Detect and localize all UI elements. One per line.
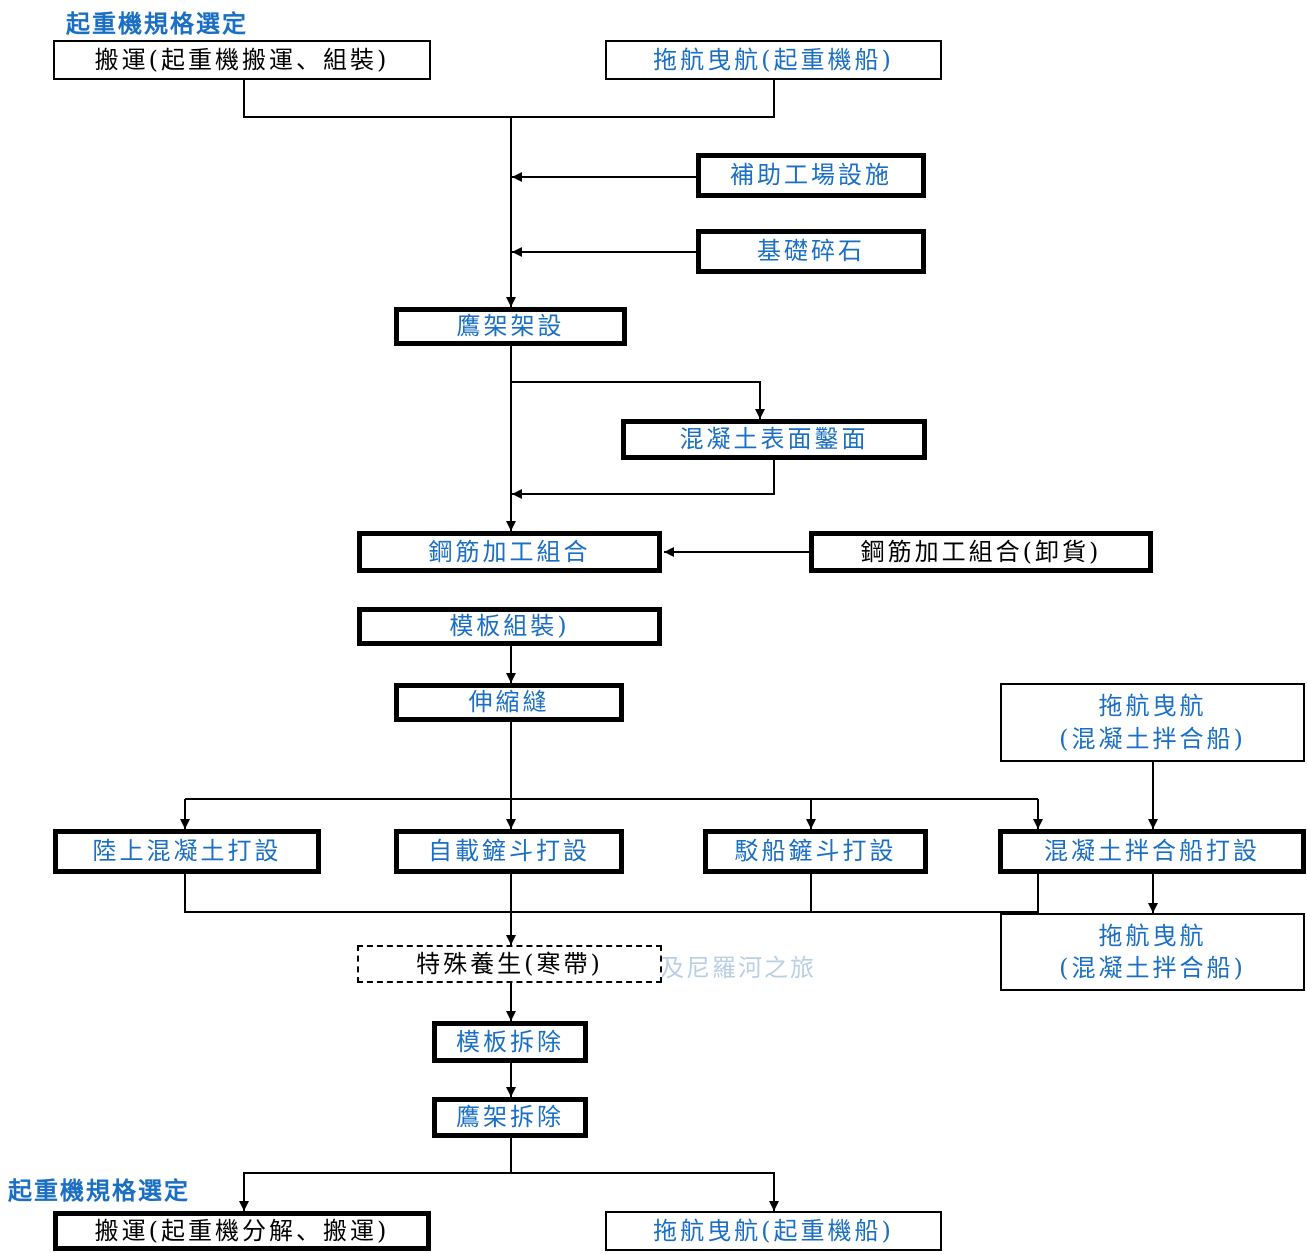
connector-line (243, 80, 775, 118)
box-formwork-removal: 模板拆除 (432, 1021, 588, 1063)
watermark-text: 及尼羅河之旅 (660, 954, 816, 982)
box-tow-crane-ship-bottom: 拖航曳航(起重機船) (605, 1211, 942, 1251)
box-aux-facility: 補助工場設施 (696, 153, 926, 198)
box-tow-crane-ship-top: 拖航曳航(起重機船) (605, 40, 942, 80)
box-label: 駁船鏟斗打設 (734, 837, 897, 866)
box-label: 混凝土表面鑿面 (679, 425, 869, 454)
box-tow-mixer-ship-top: 拖航曳航 (混凝土拌合船) (1000, 683, 1305, 762)
crane-selection-label-bottom: 起重機規格選定 (8, 1176, 190, 1205)
box-label: 拖航曳航(起重機船) (653, 45, 894, 74)
box-label: 搬運(起重機分解、搬運) (94, 1216, 390, 1245)
box-mixer-ship-pour: 混凝土拌合船打設 (998, 829, 1306, 874)
box-scaffold-setup: 鷹架架設 (394, 307, 627, 346)
box-label: 拖航曳航(起重機船) (653, 1216, 894, 1245)
box-label: 模板組裝) (449, 612, 570, 641)
connector-line (239, 1172, 511, 1211)
connector-line (511, 381, 765, 419)
box-expansion-joint: 伸縮縫 (394, 683, 624, 722)
box-label: 鷹架架設 (456, 312, 565, 341)
box-label: 陸上混凝土打設 (92, 837, 282, 866)
box-transport-assembly: 搬運(起重機搬運、組裝) (53, 40, 431, 80)
box-special-curing: 特殊養生(寒帶) (357, 945, 662, 983)
box-label: 伸縮縫 (468, 688, 550, 717)
connector-line (512, 460, 775, 499)
box-label-line1: 拖航曳航 (1098, 692, 1207, 721)
connector-line (510, 1138, 779, 1211)
box-label: 基礎碎石 (757, 237, 865, 266)
box-label: 補助工場設施 (730, 161, 892, 190)
crane-selection-label-top: 起重機規格選定 (66, 9, 248, 38)
box-rebar-unloading: 鋼筋加工組合(卸貨) (809, 531, 1153, 573)
box-transport-disassembly: 搬運(起重機分解、搬運) (53, 1211, 431, 1251)
box-label: 鷹架拆除 (456, 1103, 564, 1132)
box-label: 鋼筋加工組合(卸貨) (860, 537, 1102, 566)
box-label: 特殊養生(寒帶) (416, 949, 603, 978)
box-tow-mixer-ship-bottom: 拖航曳航 (混凝土拌合船) (1000, 913, 1305, 991)
box-label-line2: (混凝土拌合船) (1059, 724, 1246, 753)
box-label: 模板拆除 (456, 1027, 564, 1056)
box-formwork-assembly: 模板組裝) (357, 607, 662, 646)
box-label-line1: 拖航曳航 (1098, 921, 1207, 950)
connector-line (184, 874, 1039, 913)
box-foundation-stone: 基礎碎石 (696, 229, 926, 274)
box-label-line2: (混凝土拌合船) (1059, 954, 1246, 982)
box-label: 混凝土拌合船打設 (1044, 837, 1260, 866)
box-land-concrete-pour: 陸上混凝土打設 (53, 829, 321, 874)
box-concrete-chiseling: 混凝土表面鑿面 (621, 419, 927, 460)
box-rebar-assembly: 鋼筋加工組合 (357, 531, 662, 573)
box-label: 自載鏟斗打設 (428, 837, 590, 866)
box-scaffold-removal: 鷹架拆除 (432, 1097, 588, 1138)
box-label: 搬運(起重機搬運、組裝) (94, 45, 390, 74)
box-label: 鋼筋加工組合 (428, 537, 591, 566)
box-self-bucket-pour: 自載鏟斗打設 (394, 829, 624, 874)
box-barge-bucket-pour: 駁船鏟斗打設 (703, 829, 928, 874)
